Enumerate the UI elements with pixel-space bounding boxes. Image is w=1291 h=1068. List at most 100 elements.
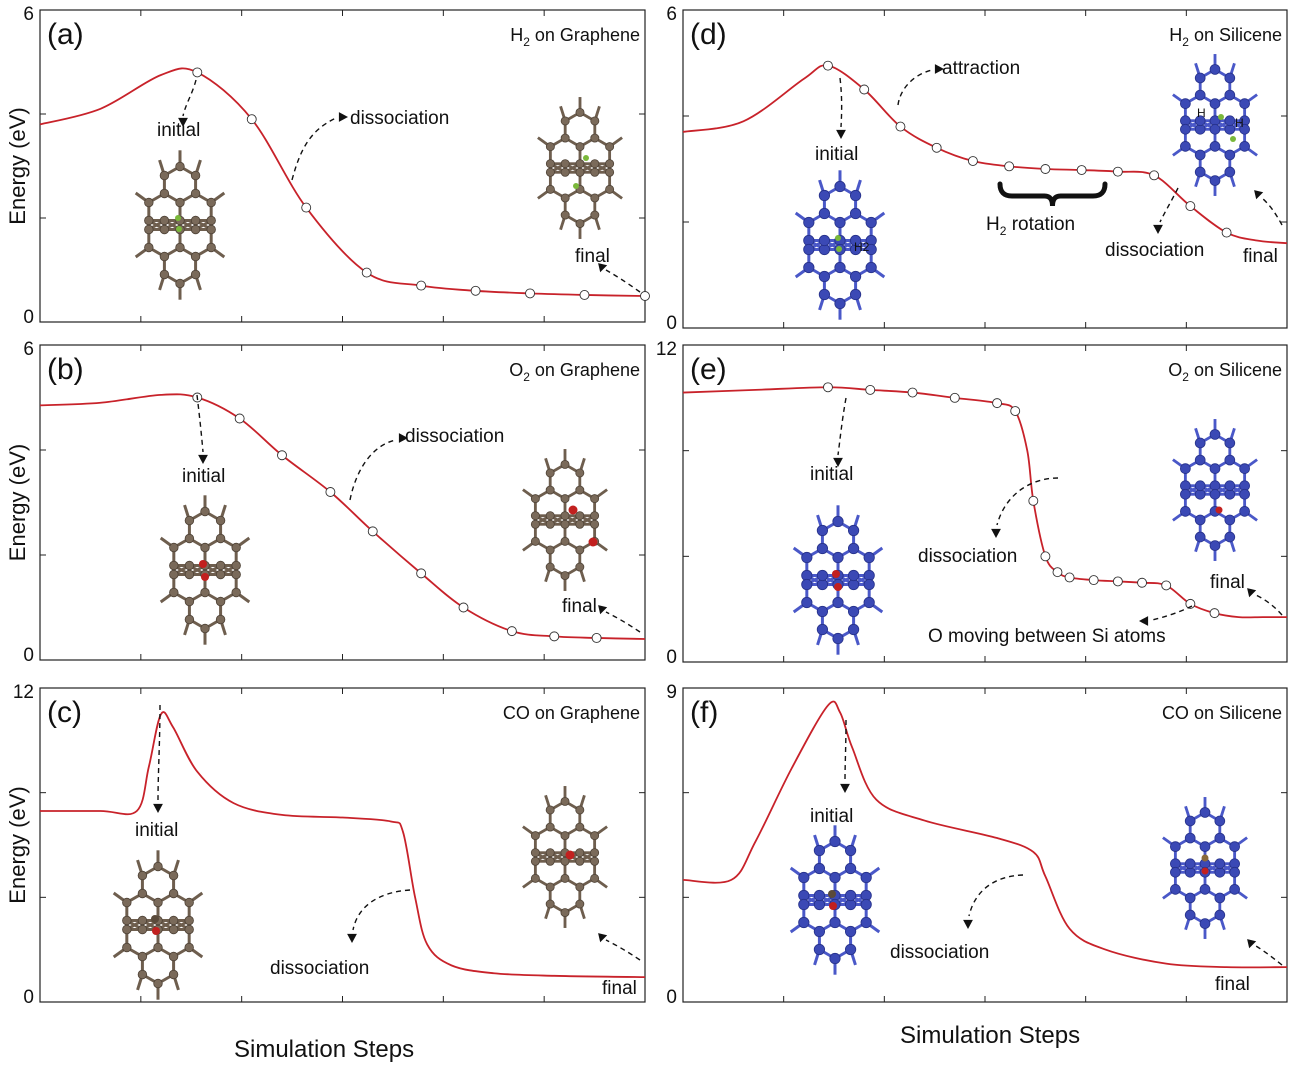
lattice-atom xyxy=(1214,858,1226,870)
annotation-arrowhead xyxy=(1153,224,1163,234)
data-point-marker xyxy=(301,202,312,213)
lattice-atom xyxy=(231,542,241,553)
initial-structure xyxy=(159,495,251,645)
lattice-atom xyxy=(1194,89,1206,101)
oxygen-atom xyxy=(565,850,575,860)
lattice-atom xyxy=(798,916,810,929)
lattice-atom xyxy=(190,269,201,280)
annotation-label: initial xyxy=(815,144,858,165)
data-point-marker xyxy=(949,392,960,403)
data-point-marker xyxy=(823,60,833,71)
lattice-atom xyxy=(560,796,570,806)
annotation-arrow xyxy=(196,394,204,453)
panel-title-main: H xyxy=(1169,25,1182,45)
data-point-marker xyxy=(591,633,602,643)
lattice-atom xyxy=(1194,72,1206,84)
lattice-atom xyxy=(190,215,201,226)
data-point-marker xyxy=(361,267,372,278)
lattice-atom xyxy=(169,542,179,553)
panel-title: CO on Graphene xyxy=(503,703,640,723)
atom-label: H xyxy=(1235,116,1244,130)
initial-structure xyxy=(794,170,886,320)
lattice-atom xyxy=(590,116,600,126)
lattice-atom xyxy=(816,542,829,555)
panel-label: (d) xyxy=(690,18,727,51)
lattice-atom xyxy=(1239,488,1250,500)
rotation-brace xyxy=(997,181,1108,207)
lattice-atom xyxy=(1194,437,1206,449)
lattice-atom xyxy=(206,197,216,208)
panel-title-main: O xyxy=(1168,360,1182,380)
annotation-arrowhead xyxy=(338,112,348,122)
annotation-h2-rotation: H2 rotation xyxy=(986,214,1075,238)
panel-title-main: CO on Silicene xyxy=(1162,703,1282,723)
lattice-atom xyxy=(590,159,600,169)
panel-label: (e) xyxy=(690,353,727,386)
lattice-atom xyxy=(1209,98,1221,109)
final-structure xyxy=(1172,419,1258,561)
lattice-atom xyxy=(545,805,555,815)
annotation-arrow xyxy=(157,704,161,801)
y-tick-label-max: 6 xyxy=(23,4,34,25)
data-point-marker xyxy=(859,84,870,95)
lattice-atom xyxy=(1239,463,1250,474)
annotation-arrow xyxy=(182,79,197,117)
data-point-marker xyxy=(246,114,257,125)
lattice-atom xyxy=(575,519,585,529)
annotation-arrowhead xyxy=(598,933,608,943)
lattice-atom xyxy=(803,261,815,274)
lattice-atom xyxy=(575,882,585,892)
data-point-marker xyxy=(458,602,469,613)
lattice-atom xyxy=(545,822,555,832)
lattice-atom xyxy=(844,844,857,857)
lattice-atom xyxy=(1194,115,1206,127)
annotation-arrow xyxy=(844,719,847,781)
lattice-atom xyxy=(215,515,226,526)
lattice-atom xyxy=(847,569,860,582)
lattice-atom xyxy=(832,596,844,609)
carbon-atom xyxy=(828,890,836,898)
lattice-atom xyxy=(575,107,585,117)
data-point-marker xyxy=(1161,580,1172,591)
lattice-atom xyxy=(1224,166,1236,178)
lattice-atom xyxy=(605,142,615,152)
lattice-atom xyxy=(1180,488,1191,500)
lattice-atom xyxy=(818,207,831,220)
y-tick-label-min: 0 xyxy=(23,645,34,666)
panel-title-subscript: 2 xyxy=(1182,35,1189,49)
lattice-atom xyxy=(798,871,810,884)
data-point-marker xyxy=(1185,598,1196,609)
data-point-marker xyxy=(549,631,560,642)
lattice-atom xyxy=(545,882,555,892)
panel-label: (b) xyxy=(47,353,84,386)
annotation-label: dissociation xyxy=(918,546,1017,567)
lattice-atom xyxy=(818,270,831,283)
lattice-atom xyxy=(803,216,815,229)
annotation-arrowhead xyxy=(963,919,973,929)
panel-e: 120(e)O2 on Siliceneinitialdissociationf… xyxy=(656,339,1288,668)
lattice-atom xyxy=(590,519,600,529)
lattice-atom xyxy=(575,899,585,909)
lattice-atom xyxy=(560,519,570,529)
lattice-atom xyxy=(829,871,841,884)
lattice-atom xyxy=(137,888,148,899)
annotation-arrowhead xyxy=(1247,588,1257,598)
initial-structure xyxy=(789,825,881,975)
lattice-atom xyxy=(575,167,585,177)
lattice-atom xyxy=(590,167,600,177)
lattice-atom xyxy=(1224,437,1236,449)
y-tick-label-max: 12 xyxy=(656,339,677,360)
data-point-marker xyxy=(931,142,942,153)
panel-title-rest: on Graphene xyxy=(530,360,640,380)
initial-structure xyxy=(112,850,204,1000)
lattice-atom xyxy=(530,536,540,546)
lattice-atom xyxy=(590,511,600,521)
data-point-marker xyxy=(1088,575,1099,586)
annotation-arrow xyxy=(1255,594,1283,616)
lattice-atom xyxy=(829,835,841,848)
lattice-atom xyxy=(560,494,570,504)
lattice-atom xyxy=(168,870,179,881)
lattice-atom xyxy=(560,116,570,126)
annotation-arrow xyxy=(897,69,933,106)
